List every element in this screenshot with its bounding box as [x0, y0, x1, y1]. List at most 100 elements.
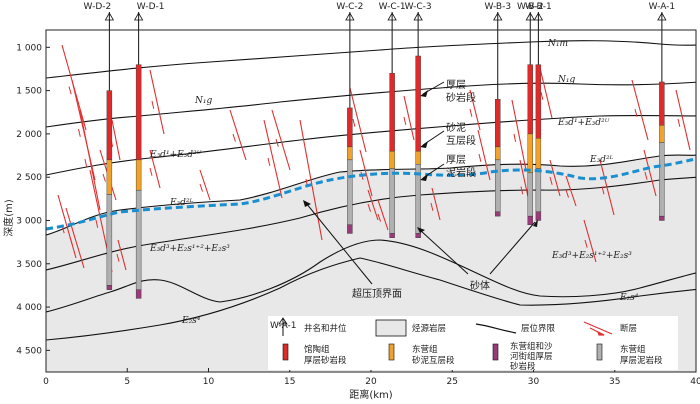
well-segment [659, 215, 665, 221]
legend-swatch-boundary [475, 323, 517, 334]
fault-arrow [199, 183, 204, 192]
well-segment [389, 73, 395, 152]
label-sand-mud-2: 互层段 [446, 134, 476, 147]
fault-arrow [513, 133, 517, 142]
well-segment [527, 64, 533, 135]
fault-line [469, 89, 481, 131]
x-tick-label: 30 [528, 377, 540, 387]
well-name-label: W-D-2 [84, 2, 112, 12]
y-axis-title: 深度(m) [2, 199, 15, 237]
well-segment [389, 168, 395, 234]
label-sand-body: 砂体 [470, 279, 490, 292]
well-segment [135, 159, 142, 191]
unit-n1m: N₁m [547, 39, 568, 49]
well-derrick-top [133, 12, 144, 21]
y-tick-label: 2 500 [16, 173, 42, 183]
well-segment [106, 159, 113, 195]
fault-line [403, 95, 415, 141]
fault-arrow [267, 157, 271, 166]
well-segment [135, 289, 142, 299]
fault-line [263, 119, 283, 199]
well-derrick-top [493, 12, 503, 21]
well-segment [347, 224, 353, 234]
well-segment [135, 189, 142, 290]
x-tick-label: 5 [124, 377, 130, 387]
fault-line [149, 149, 161, 189]
well-segment [527, 133, 533, 174]
label-thick-sand-1: 厚层 [446, 79, 466, 91]
fault-line [117, 239, 127, 271]
legend-swatch-dongying-sh [492, 343, 499, 361]
well-segment [106, 90, 113, 161]
arrow-overpressure [305, 202, 373, 285]
fault-arrow [352, 118, 356, 127]
legend-swatch-guantao [282, 343, 289, 361]
legend-swatch-source [375, 319, 407, 337]
legend-label-well: 井名和井位 [304, 323, 347, 334]
x-tick-label: 40 [690, 377, 700, 387]
fault-line [367, 189, 379, 221]
well-derrick-top [525, 12, 535, 21]
fault-line [377, 199, 389, 231]
legend-label-dongying-mud-2: 厚层泥岩段 [620, 355, 663, 366]
well-derrick-top [387, 12, 397, 21]
x-tick-label: 10 [203, 377, 215, 387]
fault-arrow [520, 186, 524, 195]
fault-line [349, 87, 367, 153]
fault-arrow [78, 128, 81, 137]
legend-well-name: W-A-1 [270, 321, 297, 331]
legend-swatch-dongying-mud [596, 343, 603, 361]
annotations [305, 81, 536, 285]
fault-arrow [151, 100, 155, 109]
fault-arrow [367, 203, 372, 212]
well-segment [135, 64, 142, 161]
legend-label-dongying-sm-2: 砂泥互层段 [412, 355, 455, 366]
fault-line [199, 169, 211, 201]
fault-arrow [549, 176, 553, 185]
unit-e3d1-left: E₃d¹+E₃d²ᵁ [149, 150, 202, 160]
legend-label-dongying-sm-1: 东营组 [412, 344, 438, 355]
horizon-e2s4-lower [46, 257, 696, 341]
well-segment [659, 142, 665, 217]
fault-line [65, 207, 85, 269]
fault-arrow [377, 213, 382, 222]
label-thick-sand-2: 砂岩段 [446, 91, 476, 104]
well-segment [535, 138, 542, 169]
fault-arrow [430, 202, 434, 211]
arrow-sand-body-left [419, 229, 469, 275]
faults [57, 44, 691, 273]
fault-line [583, 219, 597, 263]
horizon-n1m-base [46, 40, 696, 79]
fault-arrow [469, 108, 473, 117]
legend-label-dongying-sh-1: 东营组和沙 [510, 341, 553, 352]
x-tick-label: 20 [365, 377, 377, 387]
fault-line [149, 69, 165, 135]
fault-arrow [69, 236, 73, 245]
fault-line [79, 109, 101, 211]
well-segment [495, 211, 501, 217]
well-derrick-top [345, 12, 355, 21]
fault-line [359, 149, 373, 197]
x-tick-label: 25 [447, 377, 458, 387]
well-segment [527, 215, 533, 226]
well-derrick-top [533, 12, 544, 21]
unit-labels: N₁m N₁g N₁g E₃d¹+E₃d²ᵁ E₃d¹+E₃d²ᵁ E₃d²ᴸ … [149, 39, 639, 326]
well-derrick-top [657, 12, 667, 21]
fault-line [631, 79, 649, 141]
fault-arrow [232, 133, 236, 142]
fault-arrow [68, 86, 72, 95]
x-tick-label: 0 [43, 377, 49, 387]
fault-line [477, 129, 491, 181]
fault-line [299, 119, 323, 241]
y-tick-label: 3 500 [16, 260, 42, 270]
well-segment [495, 99, 501, 148]
legend-label-dongying-mud-1: 东营组 [620, 344, 646, 355]
well-segment [347, 159, 353, 226]
x-tick-label: 35 [609, 377, 620, 387]
well-derrick-top [104, 12, 115, 21]
legend: W-A-1 井名和井位 烃源岩层 层位界限 断层 馆陶组 厚层砂岩段 东营组 砂… [268, 316, 678, 372]
